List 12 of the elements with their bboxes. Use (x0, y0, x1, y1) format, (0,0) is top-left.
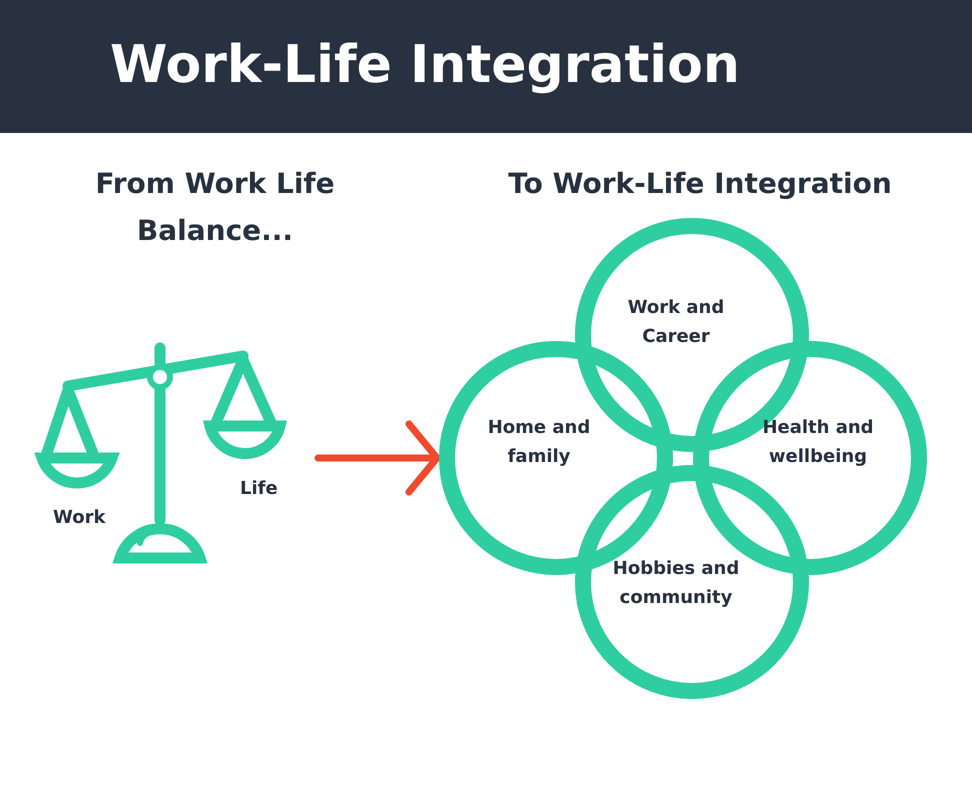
circle-label: Home and family (486, 416, 592, 469)
pan-label: Life (240, 478, 278, 499)
section-heading: To Work-Life Integration (507, 166, 893, 202)
circle-label: Hobbies and community (612, 557, 740, 610)
section-heading: From Work Life Balance... (94, 166, 336, 249)
circle (693, 341, 927, 575)
pan-label: Work (53, 507, 106, 528)
title: Work-Life Integration (110, 34, 740, 97)
arrow (314, 420, 440, 496)
circle (575, 465, 809, 699)
circle-label: Health and wellbeing (761, 416, 875, 469)
circle-label: Work and Career (626, 296, 726, 349)
